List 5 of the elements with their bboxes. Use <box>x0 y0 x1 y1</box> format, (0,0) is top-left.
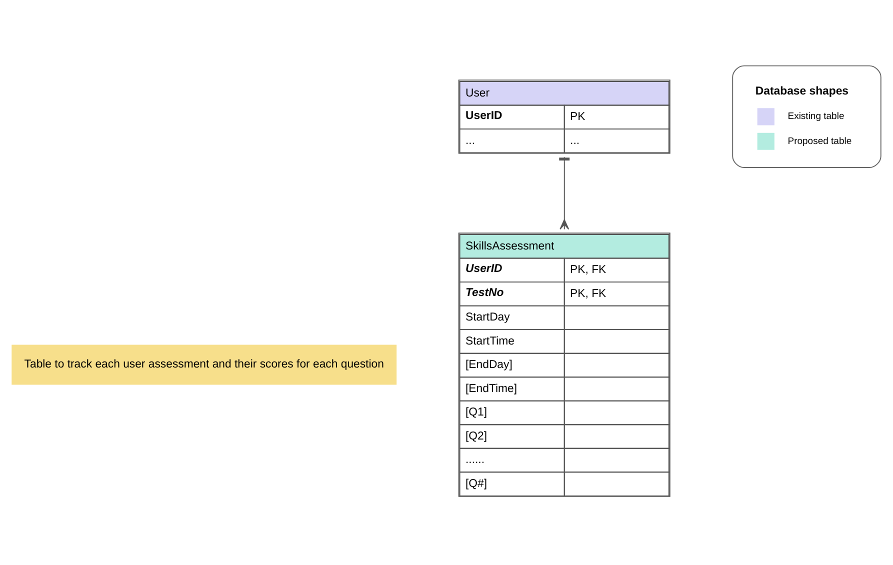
legend-label: Existing table <box>788 110 844 122</box>
legend-label: Proposed table <box>788 135 852 146</box>
node-box: Table to track each user assessment and their scores for each question <box>12 344 397 384</box>
connector <box>559 156 570 230</box>
label: Database shapes <box>755 84 849 97</box>
